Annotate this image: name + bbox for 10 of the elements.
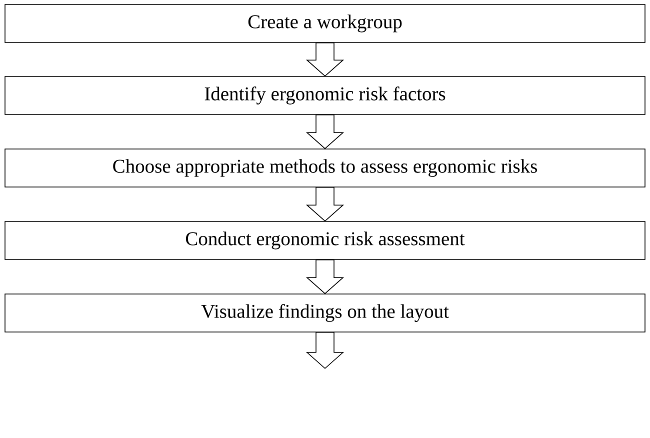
process-box: Conduct ergonomic risk assessment [4, 221, 646, 260]
block-arrow [306, 332, 344, 369]
block-arrow [306, 186, 344, 222]
block-arrow [306, 259, 344, 294]
block-arrow [306, 114, 344, 150]
process-box: Visualize findings on the layout [4, 294, 646, 332]
process-box: Create a workgroup [4, 4, 646, 43]
process-box: Choose appropriate methods to assess ergonomic risks [4, 148, 646, 188]
block-arrow [306, 42, 344, 77]
process-box: Identify ergonomic risk factors [4, 76, 646, 115]
